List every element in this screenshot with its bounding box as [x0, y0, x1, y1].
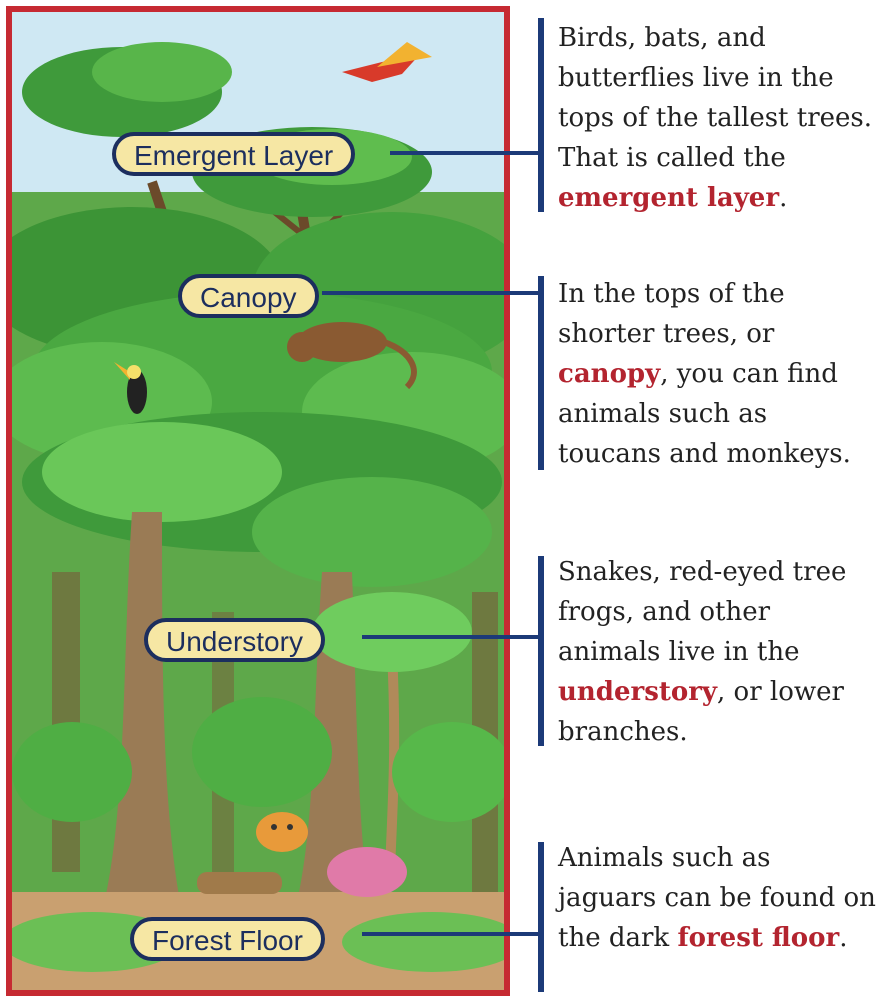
- description-forest-floor: Animals such as jaguars can be found on …: [558, 838, 876, 958]
- canopy-foliage: [42, 422, 282, 522]
- description-text: .: [779, 183, 787, 213]
- description-emergent-layer: Birds, bats, and butterflies live in the…: [558, 18, 876, 218]
- palm-fronds: [312, 592, 472, 672]
- description-text: Birds, bats, and butterflies live in the…: [558, 23, 872, 173]
- understory-plant: [192, 697, 332, 807]
- description-text: .: [839, 923, 847, 953]
- pink-plant: [327, 847, 407, 897]
- bracket-bar-understory: [538, 556, 544, 746]
- keyword-forest-floor: forest floor: [677, 923, 839, 953]
- description-text: Snakes, red-eyed tree frogs, and other a…: [558, 557, 846, 667]
- keyword-understory: understory: [558, 677, 717, 707]
- canopy-foliage: [252, 477, 492, 587]
- label-understory: Understory: [144, 618, 325, 662]
- bracket-bar-forest-floor: [538, 842, 544, 992]
- keyword-canopy: canopy: [558, 359, 660, 389]
- emergent-crown: [92, 42, 232, 102]
- connector-line-emergent: [390, 151, 540, 155]
- description-text: In the tops of the shorter trees, or: [558, 279, 785, 349]
- connector-line-canopy: [322, 291, 540, 295]
- bracket-bar-emergent: [538, 18, 544, 212]
- distant-trunk: [52, 572, 80, 872]
- understory-plant: [12, 722, 132, 822]
- label-emergent-layer: Emergent Layer: [112, 132, 355, 176]
- fallen-log: [197, 872, 282, 894]
- label-canopy: Canopy: [178, 274, 319, 318]
- description-understory: Snakes, red-eyed tree frogs, and other a…: [558, 552, 876, 752]
- keyword-emergent-layer: emergent layer: [558, 183, 779, 213]
- connector-line-forest-floor: [362, 932, 540, 936]
- connector-line-understory: [362, 635, 540, 639]
- jaguar: [256, 812, 308, 852]
- bracket-bar-canopy: [538, 276, 544, 470]
- label-forest-floor: Forest Floor: [130, 917, 325, 961]
- description-canopy: In the tops of the shorter trees, or can…: [558, 274, 876, 474]
